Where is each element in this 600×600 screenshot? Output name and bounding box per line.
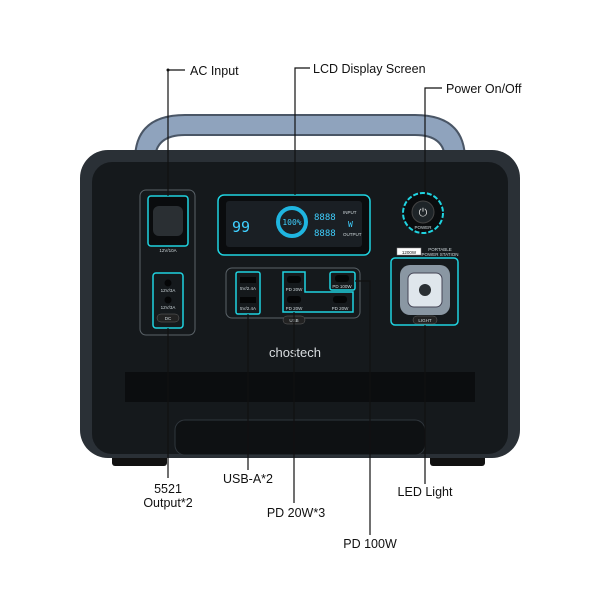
lcd-input-value: 8888: [314, 213, 336, 223]
lcd-output-value: 8888: [314, 229, 336, 239]
light-button[interactable]: [412, 315, 438, 325]
ac-rating: 12V/10A: [159, 248, 176, 253]
label-dc-output-line2: Output*2: [143, 496, 192, 510]
lcd-ring: [276, 206, 308, 238]
dc-button[interactable]: [156, 313, 180, 323]
label-power: Power On/Off: [446, 82, 522, 96]
pd20-3-label: PD 20W: [332, 306, 350, 311]
bottom-handle-recess: [174, 419, 426, 456]
vent-grille: [125, 372, 475, 402]
dc-button-label: DC: [165, 316, 172, 321]
product-line1: PORTABLE: [428, 247, 452, 252]
dc-port2-label: 12V/3A: [161, 305, 176, 310]
dc-port1-label: 12V/3A: [161, 288, 176, 293]
pd20-2-label: PD 20W: [286, 306, 304, 311]
label-usb-a: USB-A*2: [223, 472, 273, 486]
pd20-1-label: PD 20W: [286, 287, 304, 292]
label-pd20: PD 20W*3: [267, 506, 325, 520]
lcd-unit: W: [348, 220, 353, 229]
pd100-label: PD 100W: [332, 284, 352, 289]
label-pd100: PD 100W: [343, 537, 397, 551]
callout-lines: [167, 67, 442, 535]
lcd-input-label: INPUT: [343, 210, 357, 215]
lcd-battery-value: 99: [232, 218, 250, 236]
light-button-label: LIGHT: [418, 318, 432, 323]
lcd-display: [226, 201, 362, 247]
label-ac-input: AC Input: [190, 64, 239, 78]
usb-a1-label: 5V/2.4A: [240, 286, 256, 291]
product-line2: POWER STATION: [421, 252, 458, 257]
label-lcd: LCD Display Screen: [313, 62, 426, 76]
lcd-output-label: OUTPUT: [343, 232, 362, 237]
capacity-label: 1200W: [402, 250, 417, 255]
power-label: POWER: [414, 225, 432, 230]
lcd-percent: 100%: [282, 218, 301, 227]
pd20-ports[interactable]: [282, 271, 354, 313]
usb-a2-label: 5V/2.4A: [240, 306, 256, 311]
brand-logo: chostech: [269, 345, 321, 360]
power-icon: ⏻: [419, 207, 428, 219]
power-button[interactable]: [411, 200, 435, 224]
label-led: LED Light: [398, 485, 453, 499]
label-dc-output-line1: 5521: [154, 482, 182, 496]
